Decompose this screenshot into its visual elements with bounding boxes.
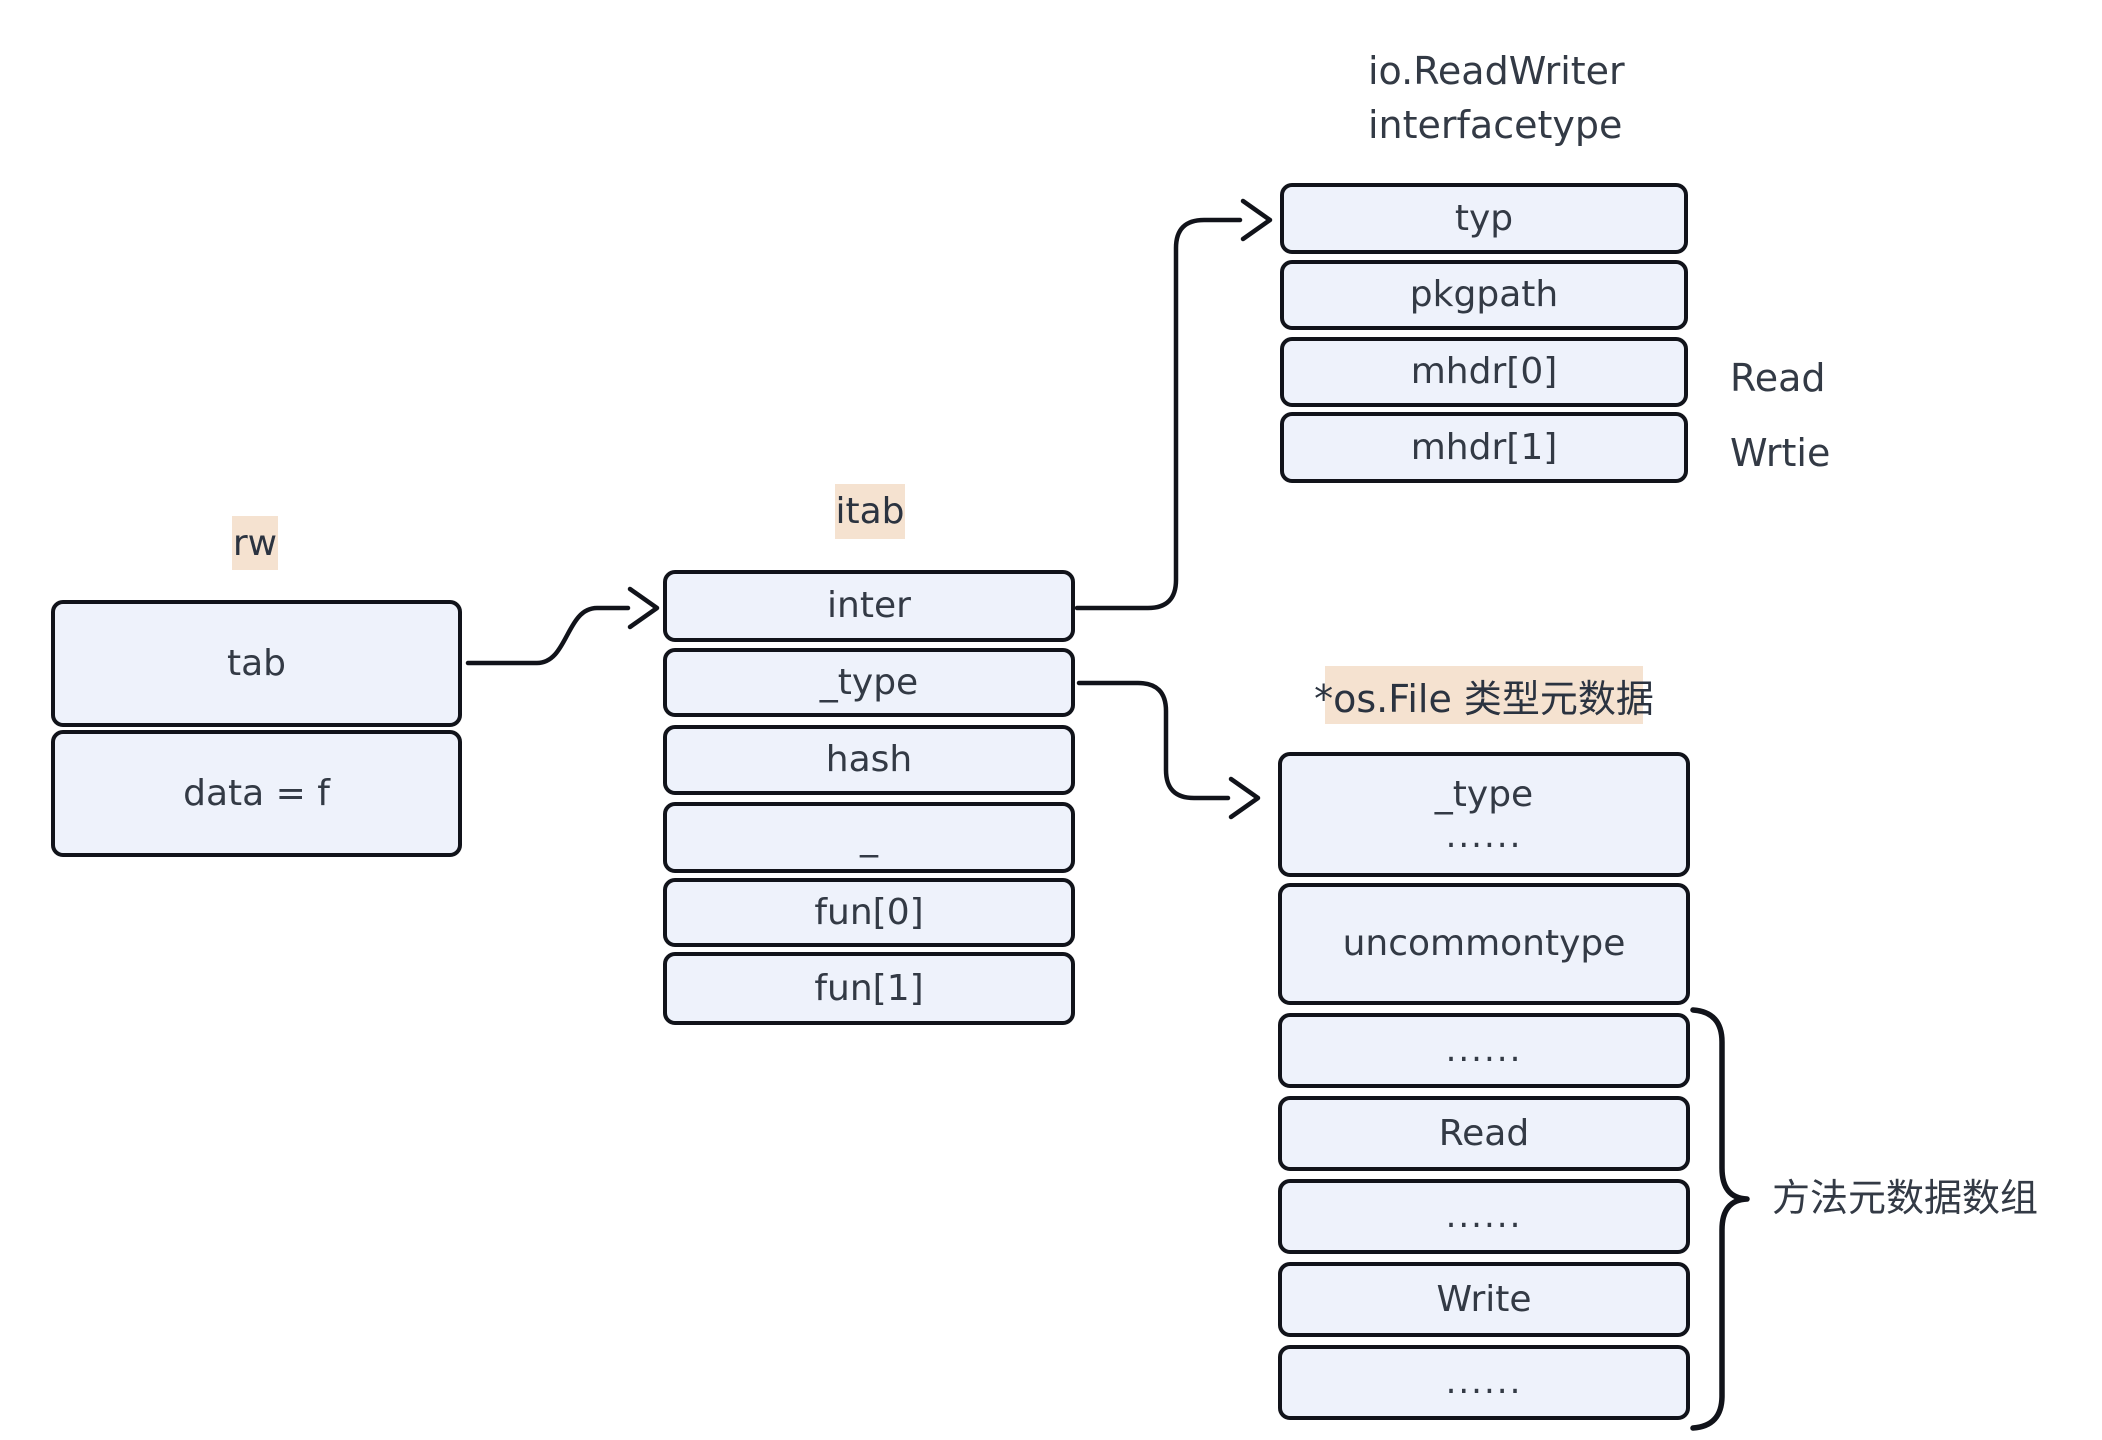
box-pkgpath: pkgpath	[1280, 260, 1688, 330]
mhdr0-side-label: Read	[1730, 356, 1826, 400]
readwriter-title: io.ReadWriter interfacetype	[1368, 45, 1625, 153]
box-method-dots-1: ......	[1278, 1013, 1690, 1088]
box-osfile-type: _type ......	[1278, 752, 1690, 877]
itab-label: itab	[835, 484, 905, 539]
readwriter-title-line2: interfacetype	[1368, 102, 1623, 147]
box-itab-type: _type	[663, 648, 1075, 717]
box-underscore: _	[663, 802, 1075, 873]
box-method-dots-2: ......	[1278, 1179, 1690, 1254]
box-hash-text: hash	[825, 739, 913, 781]
osfile-title: *os.File 类型元数据	[1314, 666, 1654, 724]
box-typ-text: typ	[1454, 197, 1514, 239]
box-tab: tab	[51, 600, 462, 727]
box-mhdr0-text: mhdr[0]	[1410, 351, 1558, 393]
arrow-itabtype-to-osfile	[1076, 680, 1261, 820]
box-hash: hash	[663, 725, 1075, 795]
box-inter-text: inter	[827, 585, 911, 627]
box-fun1-text: fun[1]	[814, 967, 924, 1009]
box-fun0-text: fun[0]	[814, 891, 924, 933]
box-osfile-type-dots: ......	[1445, 815, 1523, 856]
box-method-dots-3-text: ......	[1445, 1362, 1523, 1403]
method-array-label: 方法元数据数组	[1772, 1176, 2039, 1220]
box-mhdr0: mhdr[0]	[1280, 337, 1688, 407]
arrow-inter-to-typ	[1074, 198, 1273, 611]
box-mhdr1: mhdr[1]	[1280, 412, 1688, 483]
box-method-dots-1-text: ......	[1445, 1030, 1523, 1071]
arrow-tab-to-inter	[465, 586, 660, 666]
box-osfile-type-text: _type	[1434, 773, 1534, 815]
box-typ: typ	[1280, 183, 1688, 254]
mhdr1-side-label: Wrtie	[1730, 431, 1831, 475]
box-data: data = f	[51, 730, 462, 857]
box-itab-type-text: _type	[819, 661, 919, 703]
box-method-read: Read	[1278, 1096, 1690, 1171]
box-fun1: fun[1]	[663, 952, 1075, 1025]
box-uncommontype-text: uncommontype	[1342, 923, 1626, 965]
box-underscore-text: _	[860, 816, 878, 858]
box-inter: inter	[663, 570, 1075, 642]
box-method-write: Write	[1278, 1262, 1690, 1337]
box-method-read-text: Read	[1438, 1112, 1530, 1154]
box-method-dots-2-text: ......	[1445, 1196, 1523, 1237]
box-method-dots-3: ......	[1278, 1345, 1690, 1420]
brace-method-array	[1690, 1007, 1750, 1431]
box-fun0: fun[0]	[663, 878, 1075, 947]
box-uncommontype: uncommontype	[1278, 883, 1690, 1005]
box-pkgpath-text: pkgpath	[1409, 274, 1559, 316]
box-mhdr1-text: mhdr[1]	[1410, 426, 1558, 468]
rw-label: rw	[232, 516, 278, 570]
box-tab-text: tab	[226, 642, 287, 684]
box-data-text: data = f	[183, 772, 330, 814]
box-method-write-text: Write	[1436, 1278, 1532, 1320]
readwriter-title-line1: io.ReadWriter	[1368, 49, 1625, 93]
